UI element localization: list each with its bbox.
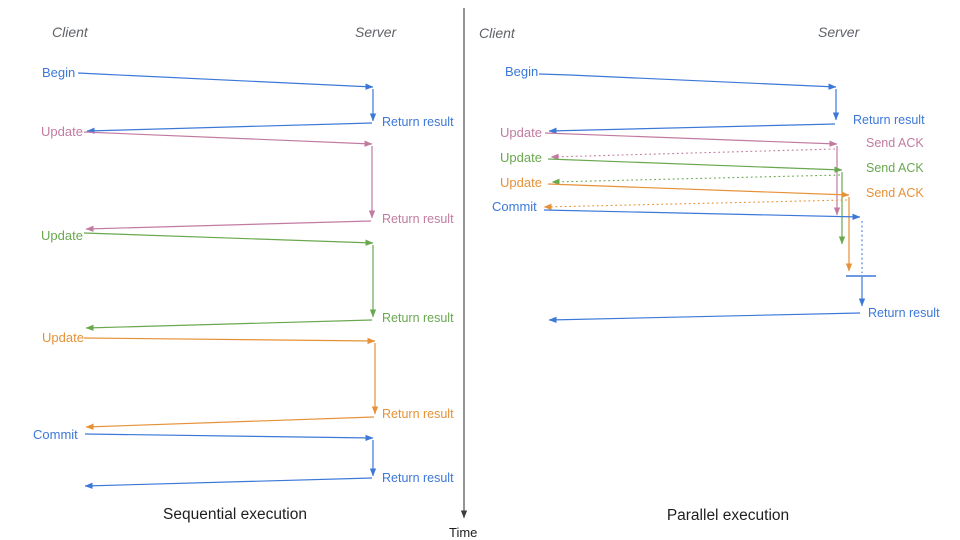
request-arrow [547,158,843,173]
ack-label-send-ack: Send ACK [866,161,924,175]
response-arrow [85,319,373,331]
request-arrow [77,72,374,90]
request-label-begin: Begin [505,64,538,79]
request-arrow [83,131,373,147]
parallel-panel: Client Server Begin Return result Update… [479,24,940,524]
response-arrow [548,123,836,135]
actor-client-label: Client [52,24,89,40]
actor-server-label: Server [818,24,861,40]
response-label-return-result: Return result [382,407,454,421]
time-axis: Time [449,8,477,540]
request-label-begin: Begin [42,65,75,80]
request-arrow [83,232,374,246]
actor-server-label: Server [355,24,398,40]
response-arrow [84,477,373,489]
response-label-return-result: Return result [382,311,454,325]
request-label-update: Update [500,175,542,190]
request-label-update: Update [42,330,84,345]
request-arrow [83,337,376,345]
request-label-update: Update [41,124,83,139]
response-arrow [548,312,861,324]
ack-arrow-dotted [551,174,841,186]
ack-arrow-dotted [543,199,848,211]
ack-arrow-dotted [550,148,836,160]
request-arrow [84,433,374,442]
response-label-return-result: Return result [868,306,940,320]
response-arrow [86,122,373,134]
response-label-return-result: Return result [382,471,454,485]
response-arrow [85,416,375,430]
ack-label-send-ack: Send ACK [866,186,924,200]
request-arrow [543,209,861,221]
actor-client-label: Client [479,25,516,41]
request-arrow [544,132,838,147]
time-axis-label: Time [449,525,477,540]
sequential-panel: Client Server Begin Return result Update… [33,24,454,523]
request-label-update: Update [500,150,542,165]
response-arrow [85,220,372,232]
response-label-return-result: Return result [853,113,925,127]
request-arrow [547,183,850,198]
response-label-return-result: Return result [382,212,454,226]
caption-parallel: Parallel execution [667,507,789,524]
ack-label-send-ack: Send ACK [866,136,924,150]
request-label-commit: Commit [492,199,537,214]
request-arrow [538,73,837,90]
response-label-return-result: Return result [382,115,454,129]
caption-sequential: Sequential execution [163,506,307,523]
request-label-update: Update [500,125,542,140]
request-label-commit: Commit [33,427,78,442]
request-label-update: Update [41,228,83,243]
